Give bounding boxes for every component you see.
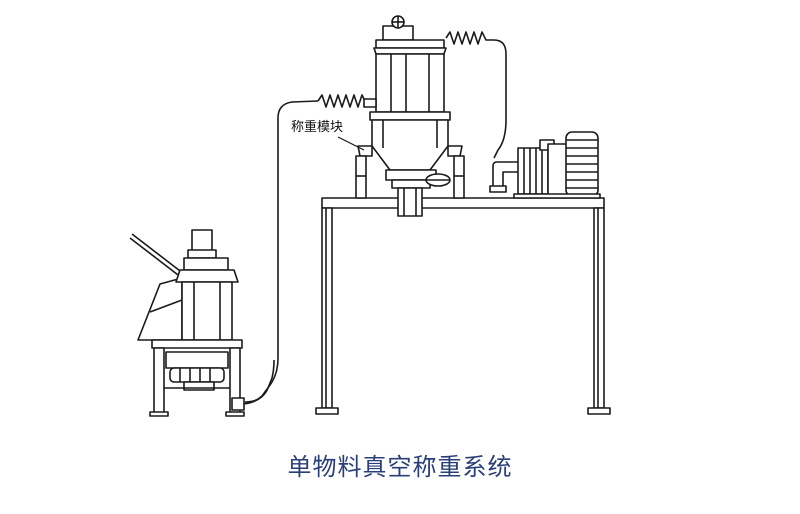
vacuum-blower [489, 131, 601, 199]
diagram-caption: 单物料真空称重系统 [288, 453, 513, 481]
vacuum-receiver [369, 15, 451, 217]
weighing-module [337, 136, 465, 199]
feed-station [129, 229, 245, 417]
weighing-module-label: 称重模块 [291, 119, 343, 135]
support-frame [315, 197, 611, 415]
conveying-hose [239, 31, 507, 405]
